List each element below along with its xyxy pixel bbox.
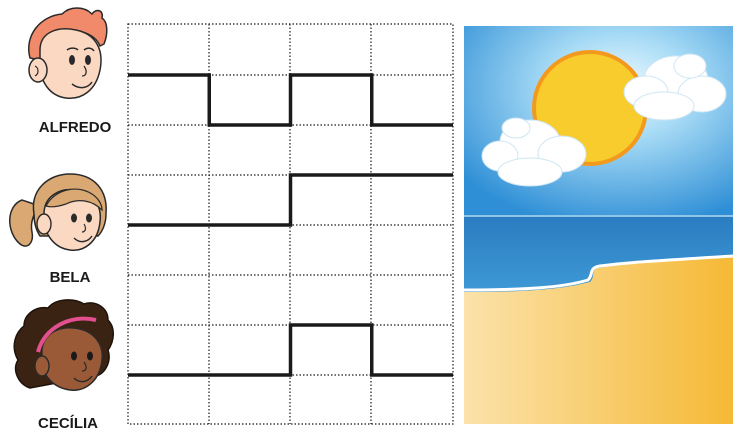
bela-name-label: BELA — [50, 269, 91, 286]
person-alfredo: ALFREDO — [29, 8, 112, 136]
person-cecilia: CECÍLIA — [14, 300, 113, 432]
cecilia-name-label: CECÍLIA — [38, 415, 98, 432]
alfredo-name-label: ALFREDO — [39, 119, 112, 136]
signal-trace-3 — [128, 325, 453, 375]
alfredo-face-icon — [29, 8, 107, 98]
beach-scene-illustration — [464, 26, 733, 424]
signal-traces — [128, 75, 453, 375]
cecilia-face-icon — [14, 300, 113, 390]
person-bela: BELA — [10, 174, 106, 286]
signal-trace-2 — [128, 175, 453, 225]
signal-trace-1 — [128, 75, 453, 125]
bela-face-icon — [10, 174, 106, 250]
